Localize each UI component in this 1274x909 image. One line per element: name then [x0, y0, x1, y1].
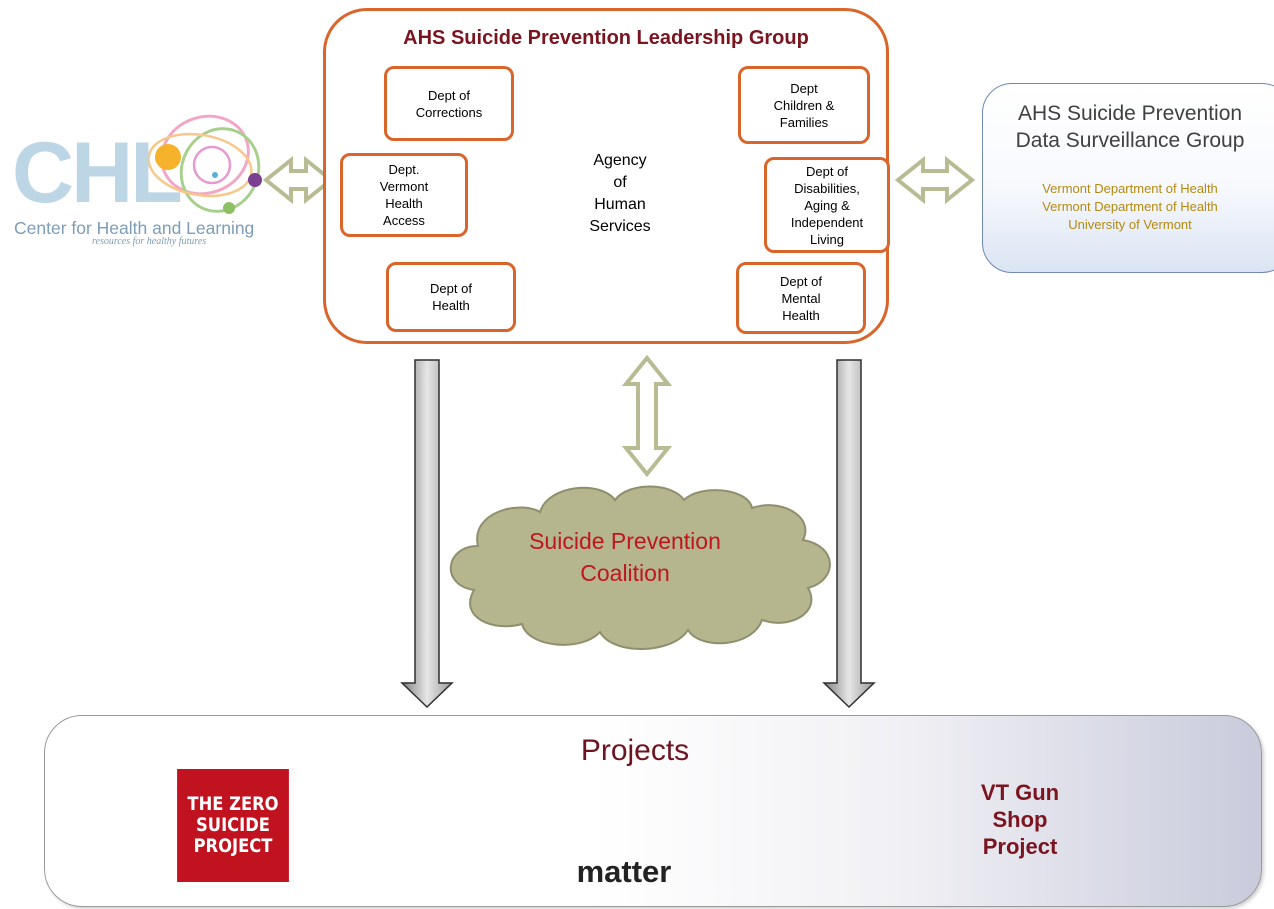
dept-vermont-health-access-label: Dept. Vermont Health Access	[379, 162, 429, 228]
down-arrow-icon-right	[822, 359, 876, 709]
surveillance-member: University of Vermont	[1068, 217, 1192, 232]
coalition-cloud-shape	[449, 485, 831, 650]
double-arrow-icon-right	[894, 155, 976, 205]
surveillance-group-title: AHS Suicide Prevention Data Surveillance…	[1015, 102, 1245, 152]
projects-title: Projects	[580, 734, 690, 767]
coalition-label: Suicide Prevention Coalition	[529, 528, 721, 586]
chl-logo-letters: CHL	[12, 125, 183, 221]
dept-children-families: Dept Children & Families	[738, 66, 870, 144]
dept-mental-health: Dept of Mental Health	[736, 262, 866, 334]
dept-disabilities-aging-label: Dept of Disabilities, Aging & Independen…	[790, 163, 864, 247]
dept-corrections: Dept of Corrections	[384, 66, 514, 141]
down-arrow-icon-left	[400, 359, 454, 709]
leadership-group-title: AHS Suicide Prevention Leadership Group	[403, 27, 809, 49]
chl-logo-graphic	[147, 114, 262, 214]
surveillance-group-box	[982, 83, 1274, 273]
double-arrow-icon-vertical	[621, 354, 673, 478]
dept-disabilities-aging: Dept of Disabilities, Aging & Independen…	[764, 157, 890, 253]
dept-health: Dept of Health	[386, 262, 516, 332]
umatter-logo-word: matter	[576, 854, 672, 889]
zero-suicide-logo: THE ZERO SUICIDE PROJECT	[177, 769, 289, 882]
dept-mental-health-label: Dept of Mental Health	[780, 273, 822, 323]
double-arrow-icon-left	[262, 155, 335, 205]
dept-children-families-label: Dept Children & Families	[773, 80, 835, 130]
agency-hub-label: Agency of Human Services	[589, 152, 651, 235]
dept-corrections-label: Dept of Corrections	[415, 87, 483, 120]
surveillance-member: Vermont Department of Health	[1042, 199, 1218, 214]
chl-name: Center for Health and Learning	[14, 218, 255, 238]
gun-shop-project-label: VT Gun Shop Project	[980, 780, 1060, 859]
dept-vermont-health-access: Dept. Vermont Health Access	[340, 153, 468, 237]
dept-health-label: Dept of Health	[430, 281, 472, 313]
surveillance-member: Vermont Department of Health	[1042, 181, 1218, 196]
chl-tagline: resources for healthy futures	[92, 236, 207, 247]
